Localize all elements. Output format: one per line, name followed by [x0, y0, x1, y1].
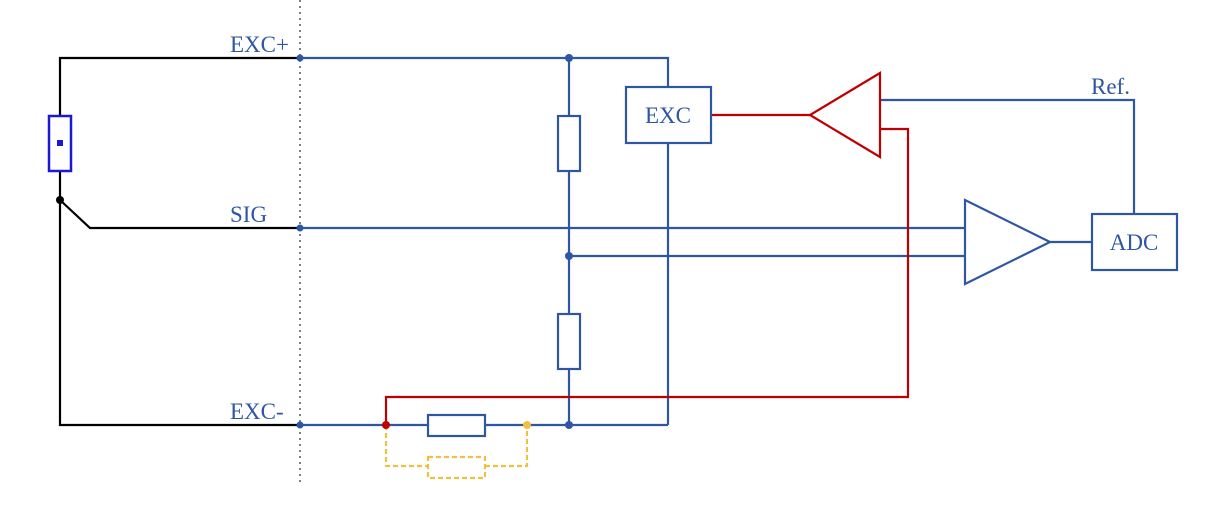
exc-block [624, 85, 713, 145]
label-exc-minus: EXC- [230, 399, 284, 424]
junction-bridge-mid [565, 252, 573, 260]
sense-line [384, 127, 910, 425]
junction-exc-minus-terminal [296, 421, 304, 429]
bypass-left [384, 425, 428, 468]
label-exc-plus: EXC+ [230, 32, 289, 57]
label-ref: Ref. [1091, 74, 1130, 99]
line-resistor [426, 413, 487, 438]
bridge-resistor-bottom [556, 312, 582, 371]
bypass-path [384, 425, 529, 480]
sense-path [384, 71, 910, 425]
sensor-junction-dot [56, 196, 64, 204]
junction-bridge-top [565, 54, 573, 62]
sensor-exc-plus-wire [58, 56, 300, 116]
junction-exc-plus-terminal [296, 54, 304, 62]
measure-amplifier [963, 198, 1053, 286]
sensor-exc-minus-wire [58, 200, 300, 427]
adc-block-label: ADC [1110, 230, 1159, 255]
junction-bridge-bottom [565, 421, 573, 429]
sensor-wiper-dot [57, 140, 63, 146]
bridge-resistor-top [556, 114, 582, 173]
instrument-wiring [300, 56, 1136, 427]
bypass-right [485, 425, 529, 468]
adc-block [1090, 212, 1179, 272]
exc-block-label: EXC [645, 103, 691, 128]
bypass-resistor [426, 455, 487, 480]
sensor-wiring [58, 56, 300, 427]
label-sig: SIG [230, 202, 267, 227]
exc-plus-line [300, 56, 670, 87]
sensor-sig-wire [59, 199, 300, 230]
junction-bypass [523, 421, 531, 429]
ref-line [880, 98, 1136, 214]
junction-sig-terminal [296, 224, 304, 232]
exc-amplifier [807, 71, 882, 159]
junction-sense [382, 421, 390, 429]
